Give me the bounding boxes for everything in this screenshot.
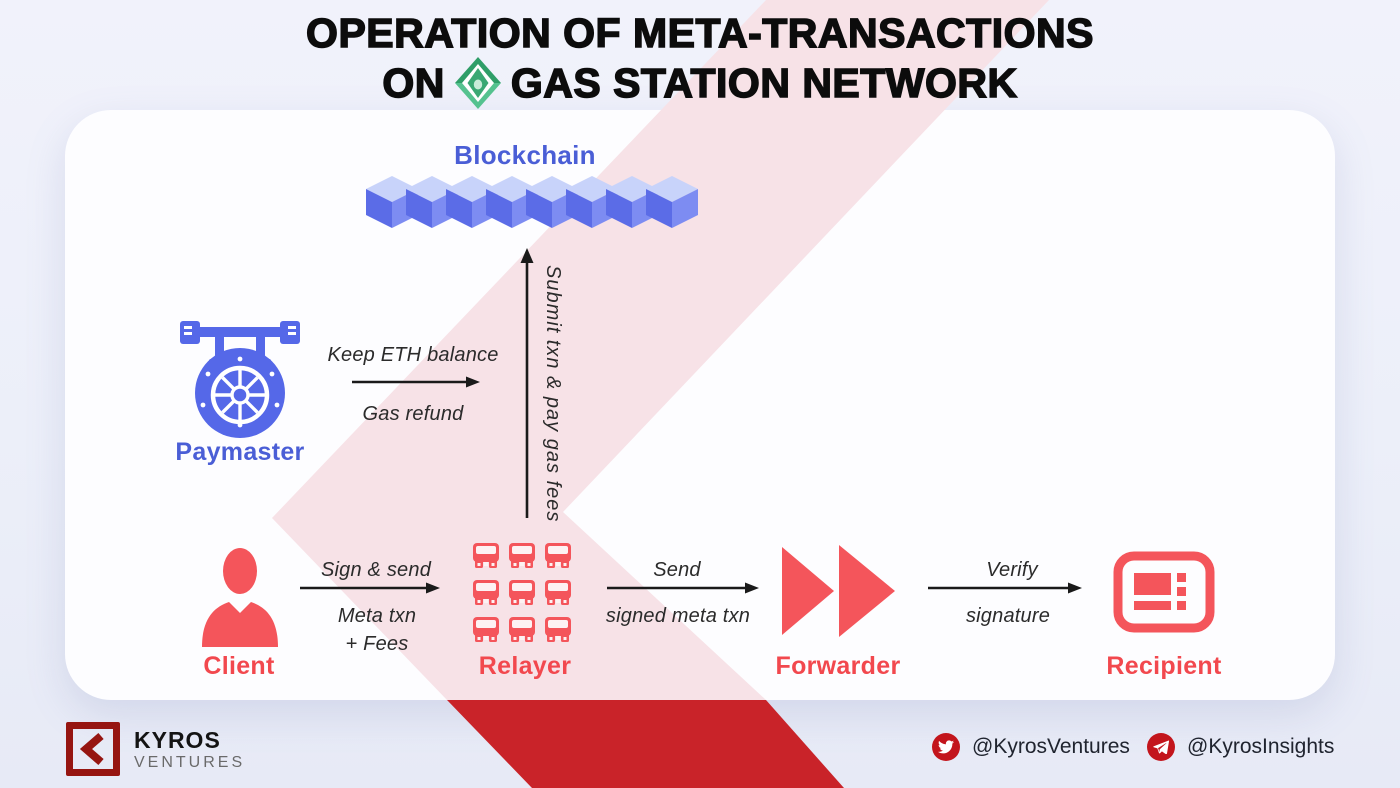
gsn-ethereum-logo-icon (454, 57, 501, 109)
submit-txn-arrow (520, 248, 534, 518)
brand-subtitle: VENTURES (134, 753, 246, 771)
client-label: Client (203, 652, 275, 680)
client-arrow (300, 582, 440, 594)
relayer-van-icon (509, 580, 535, 605)
relayer-van-icon (509, 543, 535, 568)
title-line-2: ON GAS STATION NETWORK (0, 57, 1400, 109)
plus-fees-label: + Fees (345, 633, 409, 655)
page-title: OPERATION OF META-TRANSACTIONS ON GAS ST… (0, 9, 1400, 109)
relayer-van-icon (473, 617, 499, 642)
relayer-van-icon (545, 580, 571, 605)
relayer-van-icon (509, 617, 535, 642)
verify-label: Verify (986, 559, 1038, 581)
recipient-label: Recipient (1106, 652, 1222, 680)
telegram-handle-text: @KyrosInsights (1187, 735, 1335, 758)
forwarder-arrow (928, 582, 1082, 594)
relayer-nodes-icon (471, 541, 573, 643)
twitter-handle: @KyrosVentures (932, 733, 1130, 761)
relayer-label: Relayer (478, 652, 572, 680)
client-person-icon (202, 548, 278, 647)
forwarder-label: Forwarder (775, 652, 901, 680)
send-label: Send (653, 559, 701, 581)
signed-meta-txn-label: signed meta txn (605, 605, 751, 627)
relayer-arrow (607, 582, 759, 594)
telegram-handle: @KyrosInsights (1147, 733, 1334, 761)
paymaster-arrow (352, 376, 480, 388)
title-line-1: OPERATION OF META-TRANSACTIONS (305, 9, 1094, 57)
paymaster-vault-icon (180, 321, 300, 438)
signature-label: signature (965, 605, 1051, 627)
submit-txn-arrow-label: Submit txn & pay gas fees (542, 265, 564, 523)
blockchain-label: Blockchain (454, 140, 596, 170)
forwarder-fast-forward-icon (782, 545, 895, 637)
twitter-handle-text: @KyrosVentures (972, 735, 1130, 758)
kyros-logo-square (66, 722, 120, 776)
kyros-chevron-icon (79, 732, 104, 766)
brand-name: KYROS (134, 726, 221, 753)
relayer-van-icon (473, 543, 499, 568)
relayer-van-icon (545, 543, 571, 568)
telegram-icon (1147, 733, 1175, 761)
blockchain-blocks-icon (366, 176, 698, 228)
paymaster-label: Paymaster (175, 438, 305, 466)
sign-and-send-label: Sign & send (320, 559, 432, 581)
relayer-van-icon (545, 617, 571, 642)
recipient-terminal-icon (1113, 551, 1215, 633)
gas-refund-label: Gas refund (362, 403, 464, 425)
meta-txn-label: Meta txn (337, 605, 417, 627)
title-line2-prefix: ON (382, 59, 445, 107)
relayer-van-icon (473, 580, 499, 605)
keep-eth-balance-label: Keep ETH balance (327, 344, 499, 366)
title-line2-suffix: GAS STATION NETWORK (510, 59, 1018, 107)
twitter-icon (932, 733, 960, 761)
kyros-ventures-logo: KYROS VENTURES (66, 722, 245, 776)
